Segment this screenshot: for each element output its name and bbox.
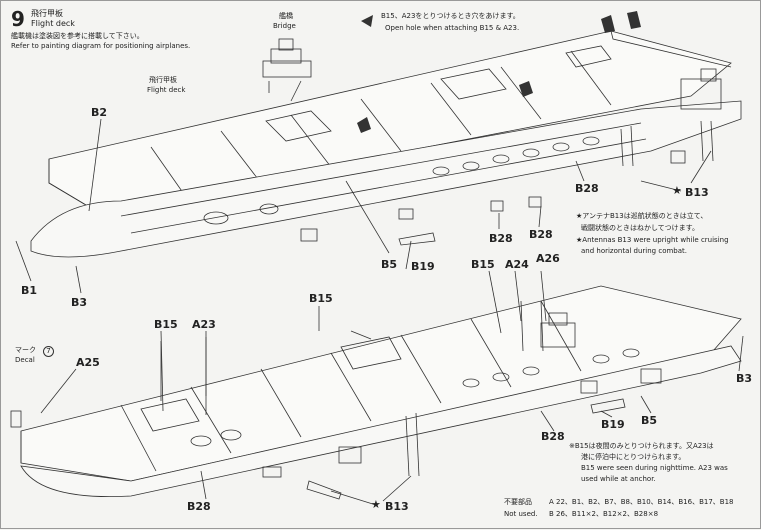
callout-b13-top: B13 xyxy=(685,186,709,199)
step-number: 9 xyxy=(11,7,25,31)
decal-label-en: Decal xyxy=(15,356,35,364)
step-note-jp: 艦載機は塗装図を参考に搭載して下さい。 xyxy=(11,32,144,40)
antenna-note-en1: ★Antennas B13 were upright while cruisin… xyxy=(576,236,729,244)
antenna-note-jp2: 戦闘状態のときはねかしてつけます。 xyxy=(581,224,699,232)
callout-a26: A26 xyxy=(536,252,560,265)
callout-a24: A24 xyxy=(505,258,529,271)
callout-b13-low: B13 xyxy=(385,500,409,513)
lower-leaders xyxy=(40,270,744,506)
upper-hull xyxy=(30,68,742,258)
callout-b28-a: B28 xyxy=(489,232,513,245)
hole-note-en: Open hole when attaching B15 & A23. xyxy=(385,24,520,32)
unused-parts-line1: A 22、B1、B2、B7、B8、B10、B14、B16、B17、B18 xyxy=(549,498,734,506)
step-title-jp: 飛行甲板 xyxy=(31,9,63,18)
callout-a23: A23 xyxy=(192,318,216,331)
callout-b5-low: B5 xyxy=(641,414,658,427)
lower-loose-parts xyxy=(10,368,662,500)
flight-deck-label-en: Flight deck xyxy=(147,86,186,94)
callout-b3-right: B3 xyxy=(736,372,753,385)
callout-b5-top: B5 xyxy=(381,258,398,271)
decal-number: 7 xyxy=(43,346,54,357)
callout-b19-top: B19 xyxy=(411,260,435,273)
bridge-label-en: Bridge xyxy=(273,22,296,30)
hole-note-jp: B15、A23をとりつけるとき穴をあけます。 xyxy=(381,12,520,20)
callout-b3-top: B3 xyxy=(71,296,88,309)
upper-antennas xyxy=(620,120,714,167)
callout-b28-c: B28 xyxy=(575,182,599,195)
lower-gun-tubs xyxy=(190,348,640,447)
callout-b15-low: B15 xyxy=(309,292,333,305)
callout-a25: A25 xyxy=(76,356,100,369)
callout-b1: B1 xyxy=(21,284,38,297)
step-title-en: Flight deck xyxy=(31,19,75,28)
callout-b15-left: B15 xyxy=(154,318,178,331)
unused-label-en: Not used. xyxy=(504,510,538,518)
upper-leaders xyxy=(15,118,712,294)
step-note-en: Refer to painting diagram for positionin… xyxy=(11,42,191,50)
callout-b28-b: B28 xyxy=(529,228,553,241)
callout-b15-mid: B15 xyxy=(471,258,495,271)
flight-deck-label-jp: 飛行甲板 xyxy=(149,76,177,84)
night-note-jp2: 港に停泊中にとりつけられます。 xyxy=(581,453,686,461)
night-note-en2: used while at anchor. xyxy=(581,475,656,483)
night-note-en1: B15 were seen during nighttime. A23 was xyxy=(581,464,728,472)
upper-arrows xyxy=(357,11,641,133)
callout-b28-low2: B28 xyxy=(187,500,211,513)
star-icon-top: ★ xyxy=(672,184,682,197)
bridge-part xyxy=(262,38,312,102)
callout-b28-low1: B28 xyxy=(541,430,565,443)
upper-loose-parts xyxy=(300,150,686,246)
decal-label-jp: マーク xyxy=(15,346,36,354)
night-note-jp1: ※B15は夜間のみとりつけられます。又A23は xyxy=(569,442,714,450)
callout-b2: B2 xyxy=(91,106,108,119)
lower-hull xyxy=(20,312,742,497)
upper-gun-tubs xyxy=(203,136,600,225)
callout-b19-low: B19 xyxy=(601,418,625,431)
unused-label-jp: 不要部品 xyxy=(504,498,532,506)
star-icon-low: ★ xyxy=(371,498,381,511)
antenna-note-jp1: ★アンテナB13は巡航状態のときは立て、 xyxy=(576,212,708,220)
unused-parts-line2: B 26、B11×2、B12×2、B28×8 xyxy=(549,510,659,518)
antenna-note-en2: and horizontal during combat. xyxy=(581,247,687,255)
bridge-label-jp: 艦橋 xyxy=(279,12,293,20)
